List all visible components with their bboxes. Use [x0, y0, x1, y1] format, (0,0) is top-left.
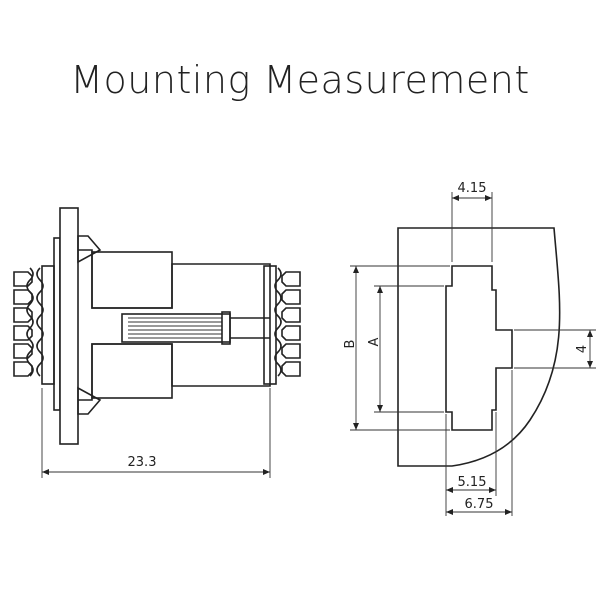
- top-width-dimension: 4.15: [451, 181, 493, 262]
- rear-body: [41, 265, 55, 385]
- page-title: Mounting Measurement: [70, 58, 530, 102]
- height-b-label: B: [343, 340, 358, 349]
- panel-cutout-view: 4.15 B A 4 5.15: [343, 181, 596, 516]
- notch-dimension: 4: [514, 329, 596, 369]
- top-latch: [77, 235, 102, 264]
- mounting-flange: [59, 207, 79, 445]
- length-label: 23.3: [128, 455, 157, 470]
- panel-outline: [397, 227, 561, 467]
- connector-side-view: 23.3: [13, 207, 301, 478]
- height-a-label: A: [367, 337, 382, 346]
- upper-housing: [91, 251, 173, 309]
- lower-housing: [91, 343, 173, 399]
- right-terminal-teeth: [274, 267, 301, 377]
- top-width-label: 4.15: [458, 181, 487, 196]
- notch-label: 4: [575, 345, 590, 353]
- center-contacts: [121, 311, 270, 345]
- height-a-dimension: A: [367, 285, 444, 413]
- panel-cutout: [445, 265, 513, 431]
- depth-outer-label: 6.75: [465, 497, 494, 512]
- left-terminal-teeth: [13, 267, 44, 377]
- length-dimension: 23.3: [41, 388, 271, 478]
- depth-dimensions: 5.15 6.75: [445, 370, 513, 516]
- depth-inner-label: 5.15: [458, 475, 487, 490]
- right-end-block: [263, 265, 277, 385]
- bottom-latch: [77, 386, 102, 415]
- height-b-dimension: B: [343, 265, 450, 431]
